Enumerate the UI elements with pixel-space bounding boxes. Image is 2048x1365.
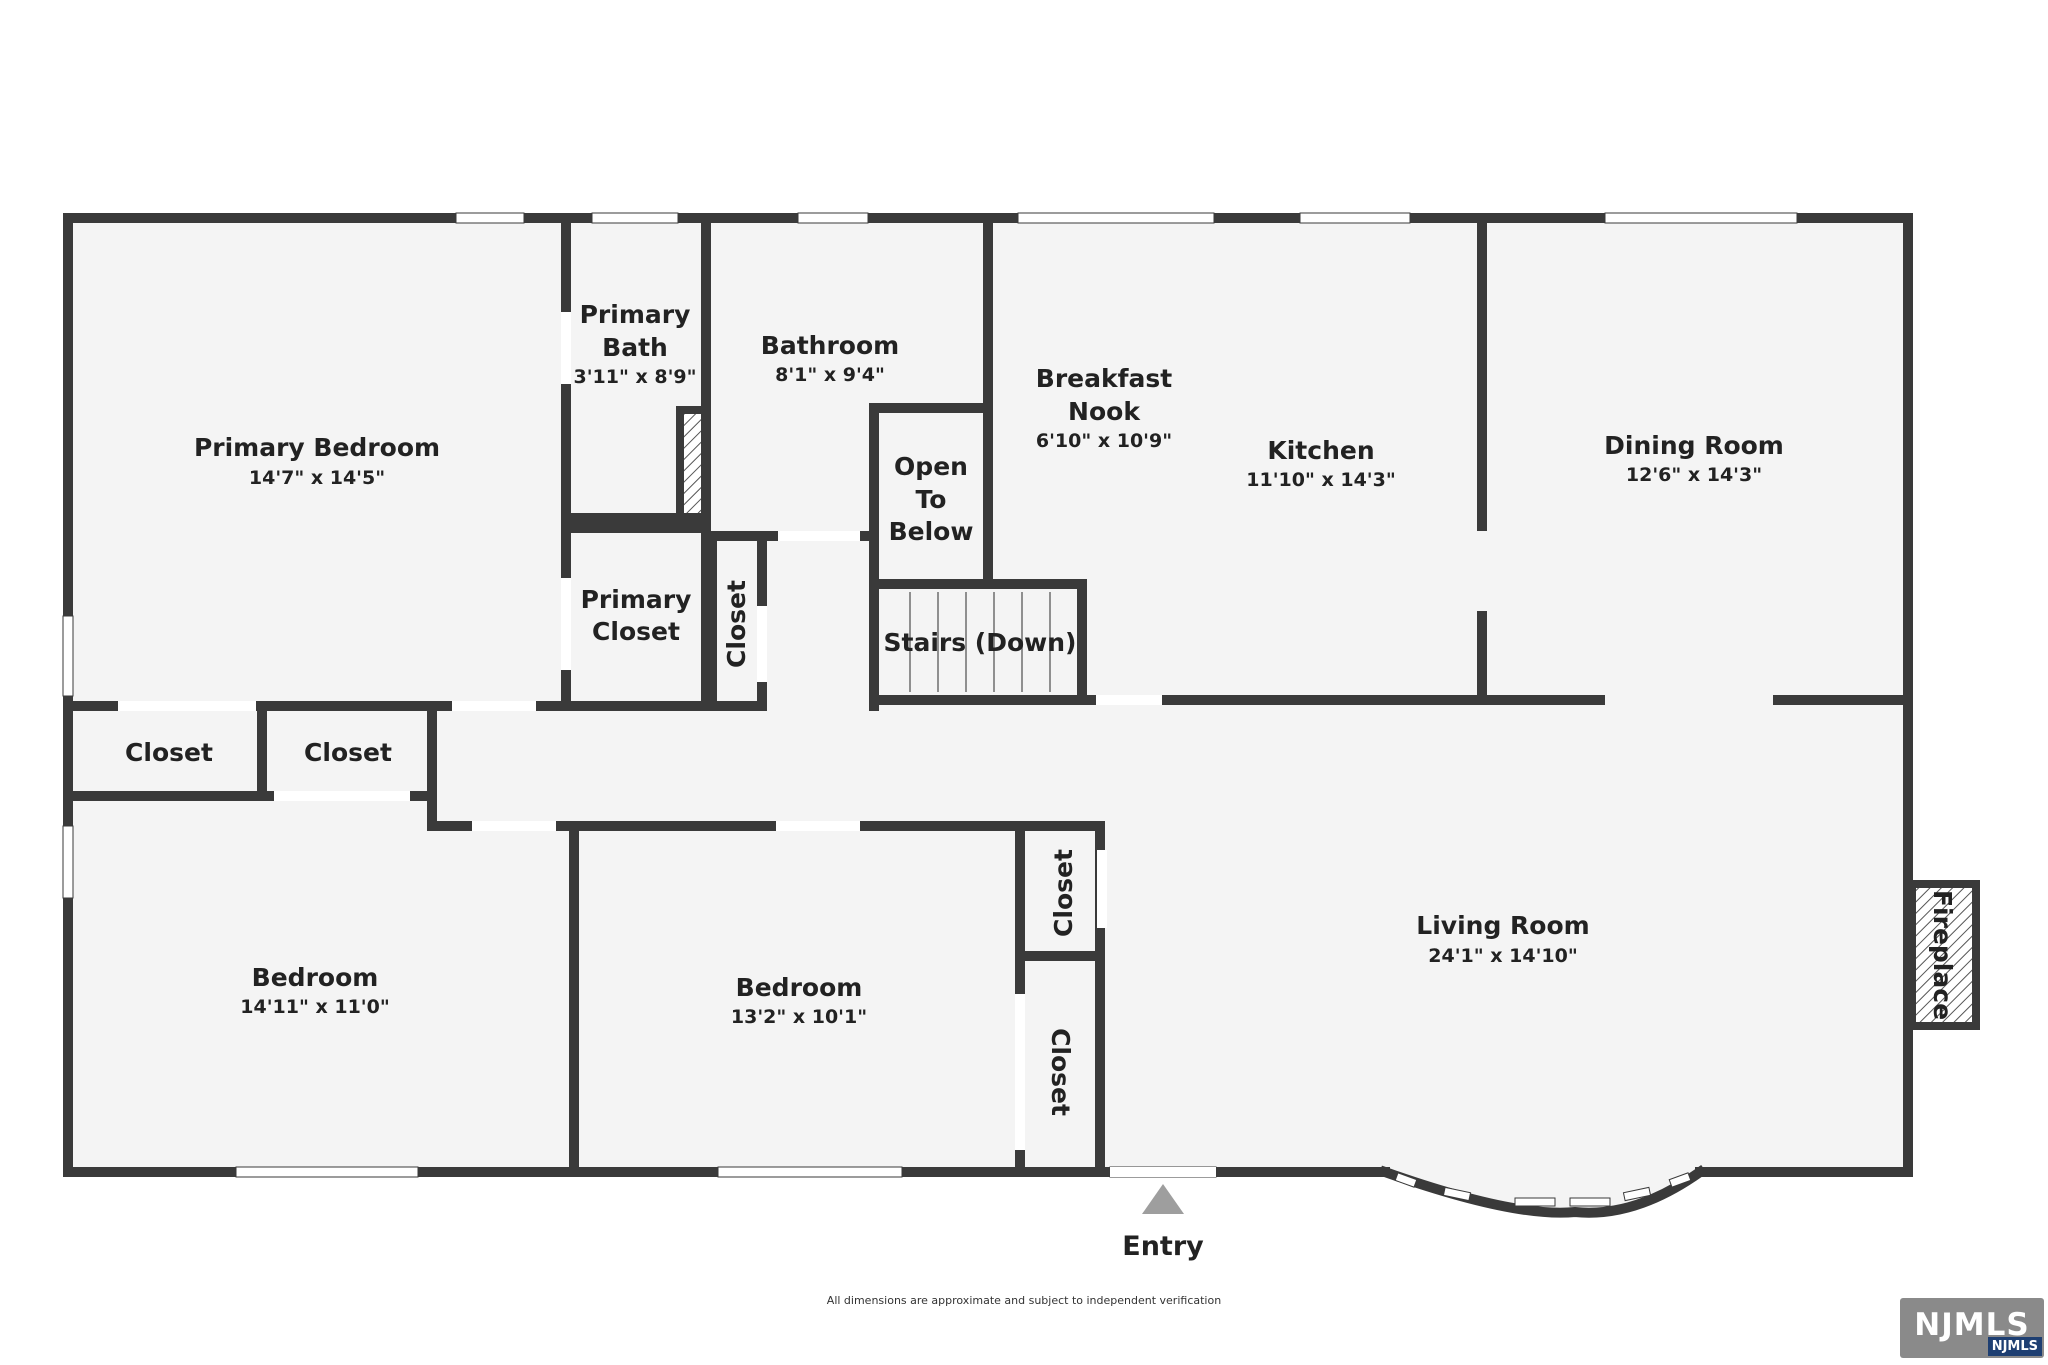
primary-closet-name-2: Closet bbox=[592, 617, 680, 646]
stairs-treads bbox=[884, 592, 1082, 692]
door-openings bbox=[118, 312, 1162, 1150]
open-to-below-3: Below bbox=[889, 517, 974, 546]
entry-arrow-icon bbox=[1142, 1184, 1184, 1214]
living-room-name: Living Room bbox=[1416, 911, 1589, 940]
breakfast-nook-name-1: Breakfast bbox=[1036, 364, 1172, 393]
closet-upper-name: Closet bbox=[1049, 849, 1078, 937]
room-labels: Primary Bedroom 14'7" x 14'5" Primary Ba… bbox=[125, 300, 1957, 1116]
stairs-name: Stairs (Down) bbox=[884, 628, 1077, 657]
open-to-below-2: To bbox=[916, 485, 947, 514]
disclaimer-text: All dimensions are approximate and subje… bbox=[827, 1294, 1221, 1307]
primary-bedroom-dims: 14'7" x 14'5" bbox=[249, 467, 385, 489]
bathroom-name: Bathroom bbox=[761, 331, 899, 360]
living-room-dims: 24'1" x 14'10" bbox=[1428, 945, 1577, 967]
breakfast-nook-name-2: Nook bbox=[1068, 397, 1141, 426]
fireplace-hearth bbox=[1916, 888, 1972, 1022]
kitchen-dims: 11'10" x 14'3" bbox=[1246, 469, 1395, 491]
closet-lower-name: Closet bbox=[1046, 1028, 1075, 1116]
bedroom-2-dims: 13'2" x 10'1" bbox=[731, 1006, 867, 1028]
hall-closet-name: Closet bbox=[722, 580, 751, 668]
bedroom-1-dims: 14'11" x 11'0" bbox=[240, 996, 389, 1018]
primary-closet-name-1: Primary bbox=[581, 585, 692, 614]
closet-left-name: Closet bbox=[125, 738, 213, 767]
entry-label: Entry bbox=[1122, 1231, 1204, 1262]
bathroom-dims: 8'1" x 9'4" bbox=[775, 364, 885, 386]
dining-room-dims: 12'6" x 14'3" bbox=[1626, 464, 1762, 486]
primary-bath-name-2: Bath bbox=[602, 333, 668, 362]
njmls-logo: NJMLS NJMLS bbox=[1900, 1298, 2044, 1358]
bedroom-1-name: Bedroom bbox=[252, 963, 379, 992]
closet-middle-name: Closet bbox=[304, 738, 392, 767]
fireplace-name: Fireplace bbox=[1928, 890, 1957, 1020]
logo-tag: NJMLS bbox=[1987, 1337, 2042, 1356]
dining-room-name: Dining Room bbox=[1604, 431, 1784, 460]
primary-bath-name-1: Primary bbox=[580, 300, 691, 329]
open-to-below-1: Open bbox=[894, 452, 968, 481]
breakfast-nook-dims: 6'10" x 10'9" bbox=[1036, 430, 1172, 452]
bedroom-2-name: Bedroom bbox=[736, 973, 863, 1002]
entry-door bbox=[1110, 1167, 1216, 1177]
primary-bedroom-name: Primary Bedroom bbox=[194, 433, 440, 462]
kitchen-name: Kitchen bbox=[1267, 436, 1374, 465]
primary-bath-dims: 3'11" x 8'9" bbox=[573, 366, 696, 388]
